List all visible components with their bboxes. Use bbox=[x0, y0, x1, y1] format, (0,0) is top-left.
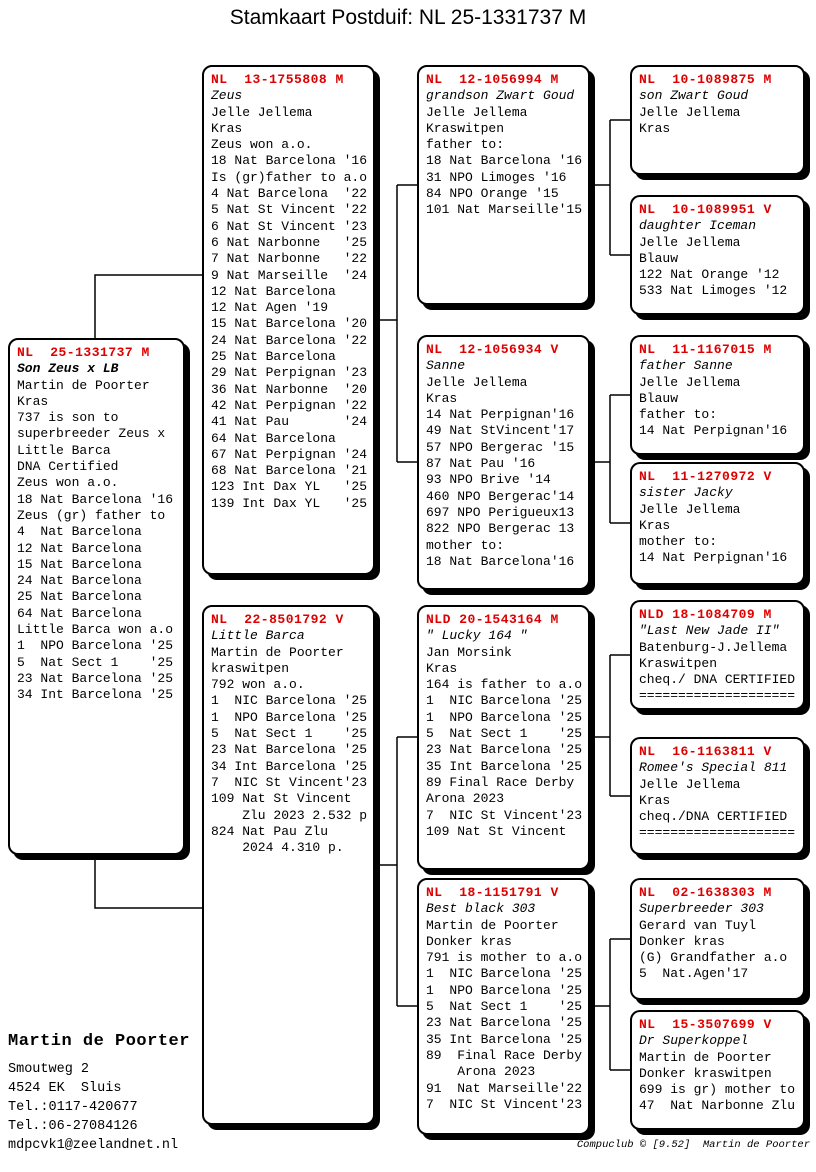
breeder-name: Martin de Poorter bbox=[8, 1032, 190, 1051]
pigeon-name-fm: Sanne bbox=[426, 358, 466, 374]
connector-mf-greatgrandparents bbox=[590, 654, 630, 797]
pedigree-box-grandfather-paternal: NL 12-1056994 M grandson Zwart Goud Jell… bbox=[417, 65, 590, 305]
pigeon-details-mf: Jan Morsink Kras 164 is father to a.o 1 … bbox=[426, 644, 583, 839]
ring-number-fmf: NL 11-1167015 M bbox=[639, 342, 772, 357]
pigeon-details-mother: Martin de Poorter kraswitpen 792 won a.o… bbox=[211, 644, 368, 856]
ring-number-mother: NL 22-8501792 V bbox=[211, 612, 344, 627]
ring-number-ffm: NL 10-1089951 V bbox=[639, 202, 772, 217]
pigeon-name-mm: Best black 303 bbox=[426, 901, 536, 917]
connector-ff-greatgrandparents bbox=[590, 119, 630, 256]
pigeon-name-mf: " Lucky 164 " bbox=[426, 628, 528, 644]
connector-fm-greatgrandparents bbox=[590, 394, 630, 524]
pedigree-box-mother: NL 22-8501792 V Little Barca Martin de P… bbox=[202, 605, 375, 1125]
connector-mother-grandparents bbox=[375, 736, 417, 1007]
pigeon-name-mmf: Superbreeder 303 bbox=[639, 901, 764, 917]
pedigree-box-grandmother-paternal: NL 12-1056934 V Sanne Jelle Jellema Kras… bbox=[417, 335, 590, 590]
pigeon-details-mmf: Gerard van Tuyl Donker kras (G) Grandfat… bbox=[639, 917, 788, 982]
pigeon-details-fmf: Jelle Jellema Blauw father to: 14 Nat Pe… bbox=[639, 374, 788, 439]
pigeon-details-father: Jelle Jellema Kras Zeus won a.o. 18 Nat … bbox=[211, 104, 368, 511]
pigeon-details-mm: Martin de Poorter Donker kras 791 is mot… bbox=[426, 917, 583, 1112]
pedigree-box-father: NL 13-1755808 M Zeus Jelle Jellema Kras … bbox=[202, 65, 375, 575]
pedigree-box-greatgrandfather-ff: NL 10-1089875 M son Zwart Goud Jelle Jel… bbox=[630, 65, 805, 175]
pigeon-details-fmm: Jelle Jellema Kras mother to: 14 Nat Per… bbox=[639, 501, 788, 566]
pigeon-details-mfm: Jelle Jellema Kras cheq./DNA CERTIFIED =… bbox=[639, 776, 796, 841]
pedigree-box-grandfather-maternal: NLD 20-1543164 M " Lucky 164 " Jan Morsi… bbox=[417, 605, 590, 870]
connector-father-grandparents bbox=[375, 184, 417, 463]
ring-number-mff: NLD 18-1084709 M bbox=[639, 607, 772, 622]
pigeon-details-fm: Jelle Jellema Kras 14 Nat Perpignan'16 4… bbox=[426, 374, 575, 569]
connector-subject-father bbox=[94, 274, 202, 338]
pedigree-box-greatgrandmother-ff: NL 10-1089951 V daughter Iceman Jelle Je… bbox=[630, 195, 805, 315]
pedigree-box-greatgrandfather-fm: NL 11-1167015 M father Sanne Jelle Jelle… bbox=[630, 335, 805, 455]
pedigree-box-greatgrandfather-mf: NLD 18-1084709 M "Last New Jade II" Bate… bbox=[630, 600, 805, 710]
ring-number-mfm: NL 16-1163811 V bbox=[639, 744, 772, 759]
pigeon-details-ffm: Jelle Jellema Blauw 122 Nat Orange '12 5… bbox=[639, 234, 788, 299]
breeder-address: Smoutweg 2 4524 EK Sluis Tel.:0117-42067… bbox=[8, 1062, 179, 1153]
pigeon-name-mfm: Romee's Special 811 bbox=[639, 760, 788, 776]
pigeon-name-fff: son Zwart Goud bbox=[639, 88, 749, 104]
pigeon-name-fmm: sister Jacky bbox=[639, 485, 733, 501]
pigeon-details-mff: Batenburg-J.Jellema Kraswitpen cheq./ DN… bbox=[639, 639, 796, 704]
pigeon-name-ff: grandson Zwart Goud bbox=[426, 88, 575, 104]
pigeon-name-ffm: daughter Iceman bbox=[639, 218, 757, 234]
pigeon-name-father: Zeus bbox=[211, 88, 243, 104]
ring-number-fm: NL 12-1056934 V bbox=[426, 342, 559, 357]
pigeon-name-subject: Son Zeus x LB bbox=[17, 361, 119, 377]
pigeon-name-mother: Little Barca bbox=[211, 628, 305, 644]
pigeon-details-fff: Jelle Jellema Kras bbox=[639, 104, 741, 136]
pigeon-name-mmm: Dr Superkoppel bbox=[639, 1033, 749, 1049]
pedigree-box-greatgrandmother-fm: NL 11-1270972 V sister Jacky Jelle Jelle… bbox=[630, 462, 805, 585]
pigeon-name-fmf: father Sanne bbox=[639, 358, 733, 374]
pigeon-name-mff: "Last New Jade II" bbox=[639, 623, 780, 639]
ring-number-mmm: NL 15-3507699 V bbox=[639, 1017, 772, 1032]
breeder-contact-block: Martin de Poorter Smoutweg 2 4524 EK Slu… bbox=[8, 1032, 190, 1155]
pigeon-details-ff: Jelle Jellema Kraswitpen father to: 18 N… bbox=[426, 104, 583, 218]
pigeon-details-mmm: Martin de Poorter Donker kraswitpen 699 … bbox=[639, 1049, 796, 1114]
ring-number-father: NL 13-1755808 M bbox=[211, 72, 344, 87]
connector-subject-mother bbox=[94, 855, 202, 909]
ring-number-fmm: NL 11-1270972 V bbox=[639, 469, 772, 484]
ring-number-mf: NLD 20-1543164 M bbox=[426, 612, 559, 627]
pedigree-box-greatgrandmother-mf: NL 16-1163811 V Romee's Special 811 Jell… bbox=[630, 737, 805, 855]
ring-number-subject: NL 25-1331737 M bbox=[17, 345, 150, 360]
page-title: Stamkaart Postduif: NL 25-1331737 M bbox=[229, 6, 587, 29]
ring-number-mm: NL 18-1151791 V bbox=[426, 885, 559, 900]
software-credit: Compuclub © [9.52] Martin de Poorter bbox=[576, 1139, 810, 1151]
pedigree-box-greatgrandfather-mm: NL 02-1638303 M Superbreeder 303 Gerard … bbox=[630, 878, 805, 1000]
ring-number-ff: NL 12-1056994 M bbox=[426, 72, 559, 87]
pedigree-box-greatgrandmother-mm: NL 15-3507699 V Dr Superkoppel Martin de… bbox=[630, 1010, 805, 1130]
connector-mm-greatgrandparents bbox=[590, 938, 630, 1071]
pedigree-box-subject: NL 25-1331737 M Son Zeus x LB Martin de … bbox=[8, 338, 185, 855]
ring-number-fff: NL 10-1089875 M bbox=[639, 72, 772, 87]
ring-number-mmf: NL 02-1638303 M bbox=[639, 885, 772, 900]
pedigree-box-grandmother-maternal: NL 18-1151791 V Best black 303 Martin de… bbox=[417, 878, 590, 1135]
pigeon-details-subject: Martin de Poorter Kras 737 is son to sup… bbox=[17, 377, 174, 703]
